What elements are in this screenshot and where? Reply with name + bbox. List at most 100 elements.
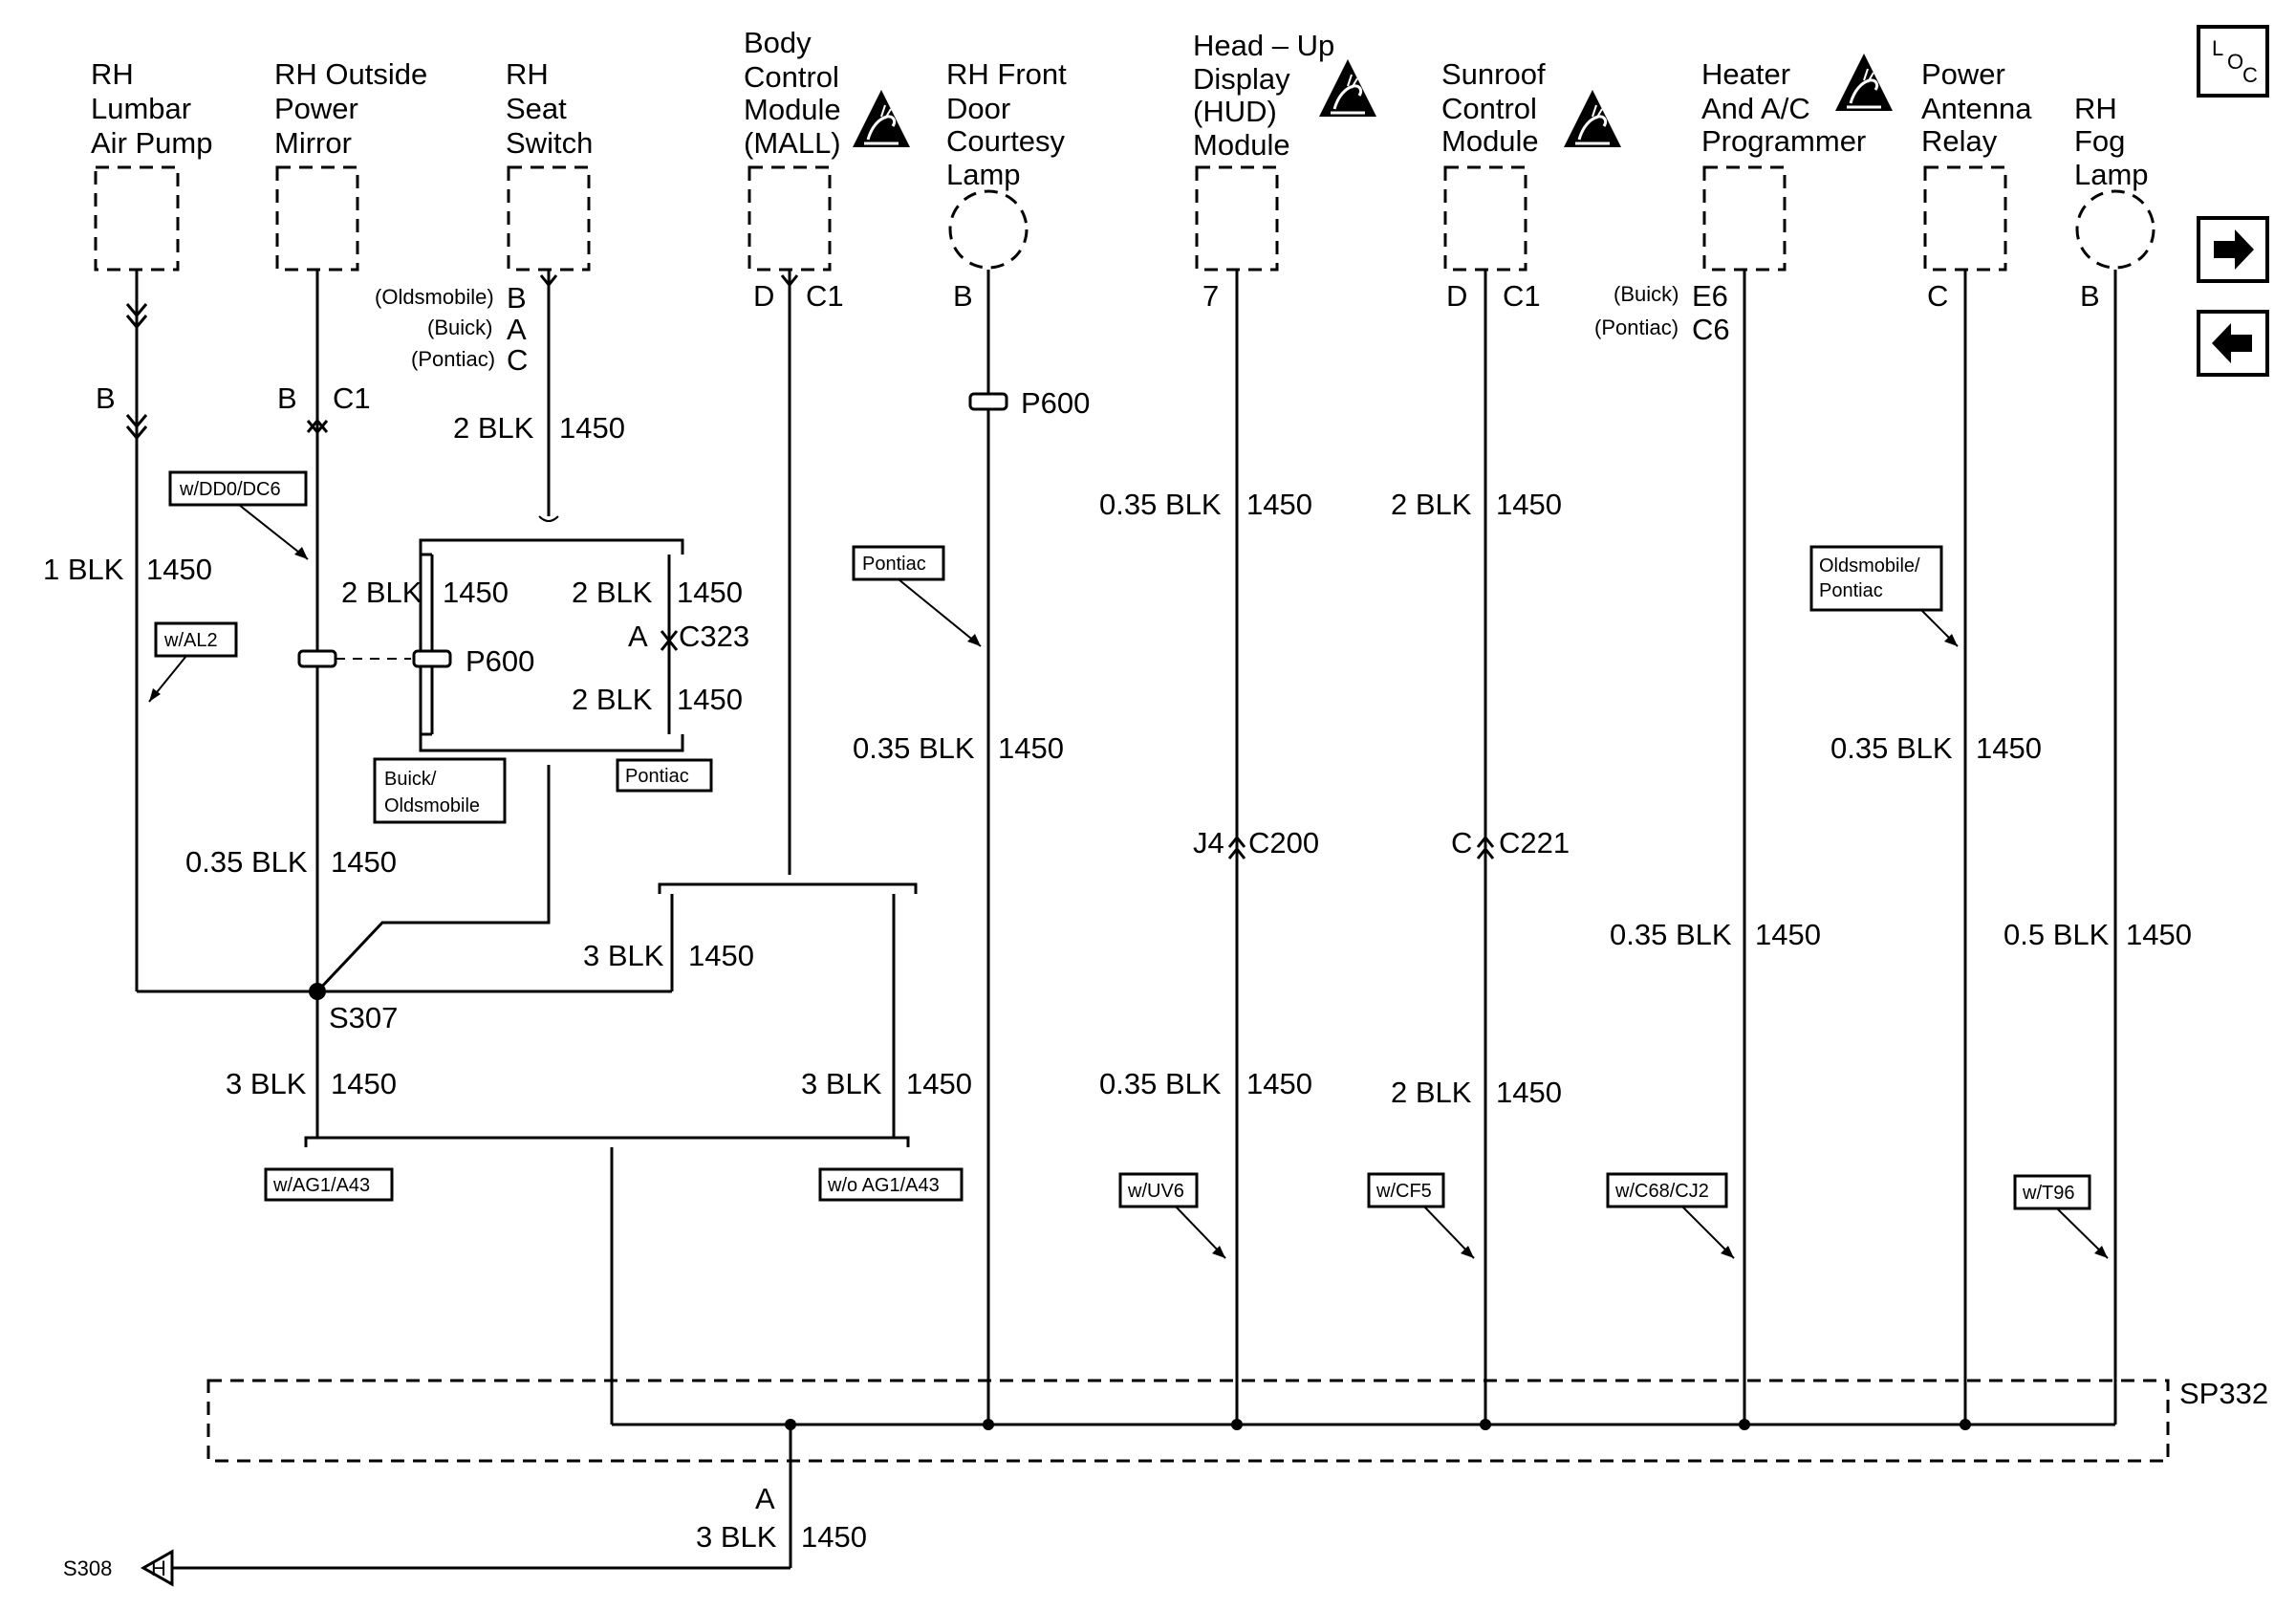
connector-p600: P600	[466, 644, 534, 678]
svg-text:Lamp: Lamp	[946, 158, 1021, 191]
svg-text:C: C	[1451, 826, 1472, 859]
wire-labels: 2 BLK 1450 1 BLK 1450 2 BLK 1450 2 BLK 1…	[43, 411, 2192, 1554]
arrow-right-icon	[2214, 229, 2254, 270]
svg-text:0.35 BLK: 0.35 BLK	[1099, 488, 1222, 521]
component-rh-seat-switch: RH Seat Switch	[506, 57, 593, 272]
svg-text:0.35 BLK: 0.35 BLK	[1099, 1067, 1222, 1100]
previous-page-button[interactable]	[2197, 310, 2269, 377]
svg-text:D: D	[753, 279, 774, 313]
svg-text:Heater: Heater	[1701, 57, 1790, 91]
component-rh-outside-power-mirror: RH Outside Power Mirror	[274, 57, 427, 272]
svg-text:Sunroof: Sunroof	[1441, 57, 1546, 91]
svg-text:Pontiac: Pontiac	[625, 766, 689, 787]
svg-text:Mirror: Mirror	[274, 126, 352, 160]
svg-text:(MALL): (MALL)	[744, 126, 841, 160]
svg-text:Oldsmobile/: Oldsmobile/	[1819, 555, 1920, 577]
svg-text:Body: Body	[744, 26, 812, 59]
svg-text:A: A	[507, 313, 527, 346]
svg-text:1450: 1450	[1755, 918, 1821, 951]
svg-text:2 BLK: 2 BLK	[341, 576, 422, 609]
svg-text:H: H	[151, 1556, 166, 1580]
svg-text:Power: Power	[274, 92, 358, 125]
component-rh-lumbar-air-pump: RH Lumbar Air Pump	[91, 57, 212, 272]
svg-text:Module: Module	[1193, 128, 1290, 162]
svg-text:w/T96: w/T96	[2022, 1183, 2074, 1204]
svg-text:w/DD0/DC6: w/DD0/DC6	[179, 479, 281, 500]
svg-text:0.35 BLK: 0.35 BLK	[853, 731, 975, 765]
svg-text:w/C68/CJ2: w/C68/CJ2	[1614, 1181, 1709, 1202]
location-button[interactable]: L O C	[2197, 25, 2269, 98]
svg-text:And A/C: And A/C	[1701, 92, 1810, 125]
svg-text:1450: 1450	[998, 731, 1064, 765]
svg-text:Relay: Relay	[1921, 124, 1998, 158]
svg-text:(Buick): (Buick)	[1614, 282, 1679, 306]
svg-text:C1: C1	[1503, 279, 1541, 313]
svg-text:D: D	[1446, 279, 1467, 313]
svg-text:Courtesy: Courtesy	[946, 124, 1066, 158]
svg-text:C: C	[1927, 279, 1948, 313]
svg-text:2 BLK: 2 BLK	[572, 683, 653, 716]
svg-text:C1: C1	[806, 279, 844, 313]
svg-text:L: L	[2212, 36, 2223, 60]
svg-text:B: B	[953, 279, 973, 313]
svg-text:1450: 1450	[1246, 488, 1312, 521]
connector-c200: C200	[1248, 826, 1319, 859]
svg-text:1450: 1450	[2126, 918, 2192, 951]
component-head-up-display-module: Head – Up Display (HUD) Module	[1193, 29, 1378, 272]
svg-text:3 BLK: 3 BLK	[801, 1067, 882, 1100]
svg-text:C1: C1	[333, 381, 371, 415]
svg-text:Seat: Seat	[506, 92, 567, 125]
svg-text:J4: J4	[1193, 826, 1224, 859]
svg-text:0.35 BLK: 0.35 BLK	[1830, 731, 1953, 765]
svg-text:Head – Up: Head – Up	[1193, 29, 1334, 62]
svg-text:(Pontiac): (Pontiac)	[1594, 315, 1679, 339]
splice-s307: S307	[329, 1001, 398, 1034]
svg-text:RH: RH	[2074, 92, 2117, 125]
svg-text:RH: RH	[91, 57, 134, 91]
svg-text:2 BLK: 2 BLK	[1391, 1076, 1472, 1109]
svg-text:Door: Door	[946, 92, 1010, 125]
svg-text:Module: Module	[744, 93, 841, 126]
next-page-button[interactable]	[2197, 216, 2269, 283]
svg-text:O: O	[2227, 50, 2243, 74]
pin-labels: B B C1 (Oldsmobile) B (Buick) A (Pontiac…	[96, 279, 2100, 415]
svg-text:2 BLK: 2 BLK	[1391, 488, 1472, 521]
connector-p600: P600	[1021, 386, 1090, 420]
svg-text:C6: C6	[1692, 313, 1730, 346]
svg-text:1450: 1450	[688, 939, 754, 972]
svg-text:1450: 1450	[331, 1067, 397, 1100]
svg-text:C: C	[507, 343, 528, 377]
svg-text:1450: 1450	[146, 553, 212, 586]
svg-text:7: 7	[1202, 279, 1219, 313]
esd-warning-icon	[1562, 88, 1623, 149]
svg-text:1450: 1450	[1246, 1067, 1312, 1100]
svg-text:E6: E6	[1692, 279, 1728, 313]
svg-text:3 BLK: 3 BLK	[226, 1067, 307, 1100]
svg-text:1450: 1450	[443, 576, 509, 609]
component-rh-fog-lamp: RH Fog Lamp	[2074, 92, 2155, 270]
svg-text:Air Pump: Air Pump	[91, 126, 212, 160]
wiring	[125, 270, 2170, 1587]
component-rh-front-door-courtesy-lamp: RH Front Door Courtesy Lamp	[946, 57, 1067, 270]
component-heater-ac-programmer: Heater And A/C Programmer	[1701, 52, 1895, 272]
svg-text:w/o AG1/A43: w/o AG1/A43	[827, 1175, 940, 1196]
svg-text:A: A	[755, 1482, 775, 1515]
svg-text:Display: Display	[1193, 62, 1290, 96]
svg-text:3 BLK: 3 BLK	[583, 939, 664, 972]
svg-text:2 BLK: 2 BLK	[453, 411, 534, 445]
svg-text:Buick/: Buick/	[384, 769, 437, 790]
svg-text:Pontiac: Pontiac	[1819, 580, 1883, 601]
svg-text:Power: Power	[1921, 57, 2005, 91]
svg-text:B: B	[2080, 279, 2100, 313]
svg-text:1450: 1450	[906, 1067, 972, 1100]
svg-text:1450: 1450	[331, 845, 397, 879]
svg-text:1450: 1450	[559, 411, 625, 445]
svg-text:Pontiac: Pontiac	[862, 554, 926, 575]
svg-text:A: A	[628, 620, 648, 653]
svg-text:C: C	[2242, 63, 2258, 87]
svg-text:Control: Control	[744, 60, 839, 94]
svg-text:RH: RH	[506, 57, 549, 91]
esd-warning-icon	[1833, 52, 1895, 113]
svg-text:w/UV6: w/UV6	[1127, 1181, 1184, 1202]
option-tags: w/DD0/DC6 w/AL2 Pontiac Buick/ Oldsmobil…	[148, 470, 2109, 1259]
